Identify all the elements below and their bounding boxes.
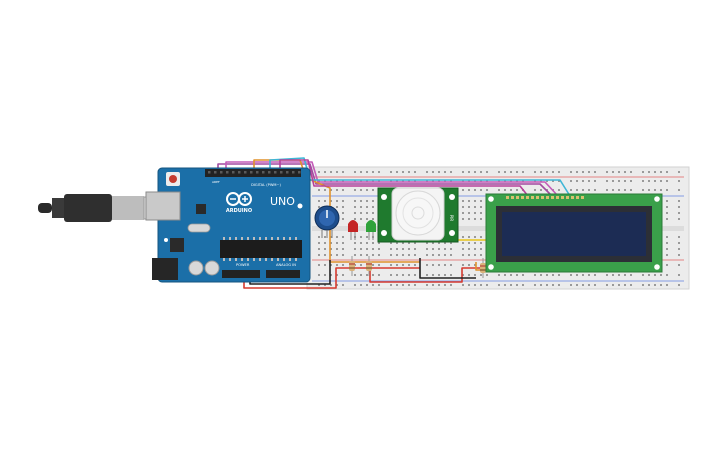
- atmega-chip: [220, 240, 302, 258]
- wire-red: [243, 267, 420, 289]
- wire-red-right: [369, 267, 500, 283]
- pir-dome: [395, 190, 441, 236]
- power-label: POWER: [236, 263, 250, 267]
- wire-purple: [225, 161, 559, 197]
- wire-magenta: [279, 159, 529, 197]
- pir-sensor: PIR: [377, 187, 459, 243]
- analog-header: [266, 270, 300, 278]
- wire-black-right: [419, 258, 476, 279]
- board-model: UNO: [270, 195, 295, 208]
- arduino-logo-text: ARDUINO: [226, 208, 252, 214]
- aref-label: AREF: [212, 180, 220, 184]
- lcd-header-pins: [506, 196, 584, 199]
- digital-header: [205, 169, 301, 177]
- power-jack: [152, 258, 178, 280]
- potentiometer[interactable]: [314, 205, 340, 238]
- led-red: [348, 220, 358, 240]
- lcd-display: [485, 193, 663, 273]
- arduino-logo-icon: [226, 192, 252, 206]
- resistor: [480, 258, 486, 278]
- pir-label: PIR: [449, 215, 454, 222]
- digital-pins: [208, 171, 301, 174]
- wire-purple: [217, 163, 553, 197]
- chip-legs: [223, 237, 297, 261]
- power-header: [222, 270, 260, 278]
- usb-cable: [38, 194, 161, 222]
- lcd-screen: [502, 212, 646, 256]
- resistor: [349, 256, 355, 276]
- resistor: [366, 256, 372, 276]
- arduino-uno-board: ARDUINO UNO DIGITAL (PWM~) AREF POWER AN…: [145, 167, 311, 283]
- usb-jack: [145, 191, 181, 221]
- digital-label: DIGITAL (PWM~): [251, 183, 281, 187]
- led-green: [366, 220, 376, 240]
- analog-label: ANALOG IN: [276, 263, 296, 267]
